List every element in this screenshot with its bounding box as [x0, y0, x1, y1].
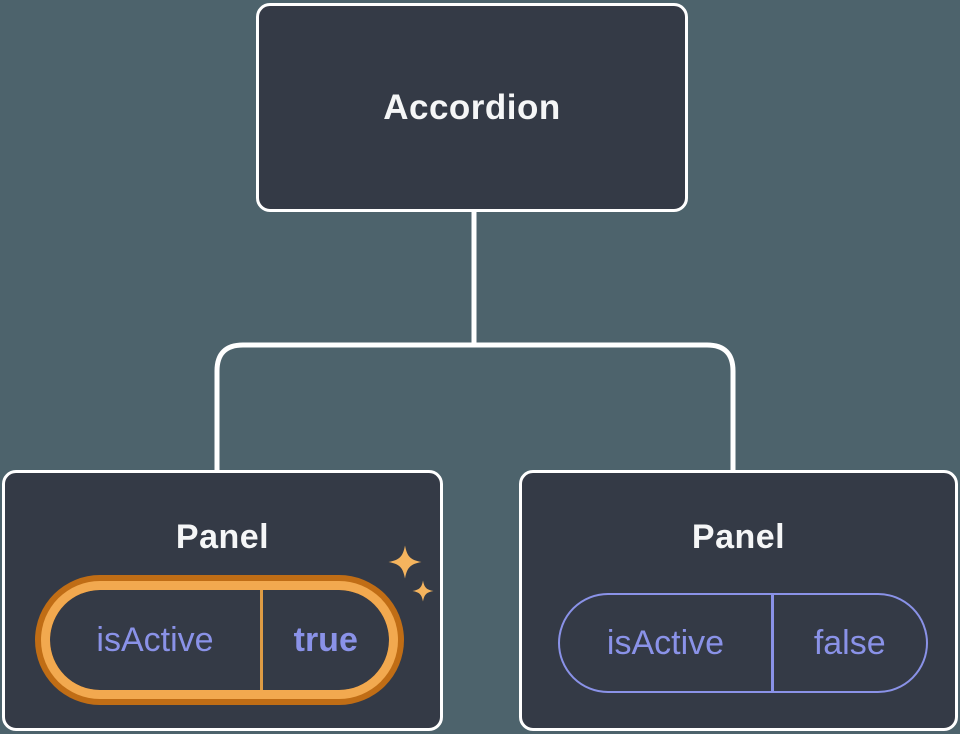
node-title: Panel: [175, 518, 270, 556]
node-title: Panel: [691, 518, 786, 556]
state-pill-active: isActive true: [50, 590, 389, 690]
state-name: isActive: [96, 620, 214, 659]
pill-divider: [771, 595, 774, 691]
state-pill-inactive: isActive false: [558, 593, 928, 693]
tree-node-panel-inactive: Panel isActive false: [519, 470, 958, 731]
state-value: true: [293, 620, 358, 659]
tree-node-panel-active: Panel isActive true: [2, 470, 443, 731]
pill-divider: [260, 590, 263, 690]
tree-node-accordion: Accordion: [256, 3, 688, 212]
node-title: Accordion: [383, 87, 561, 127]
state-value: false: [813, 623, 886, 662]
state-name: isActive: [606, 623, 725, 662]
